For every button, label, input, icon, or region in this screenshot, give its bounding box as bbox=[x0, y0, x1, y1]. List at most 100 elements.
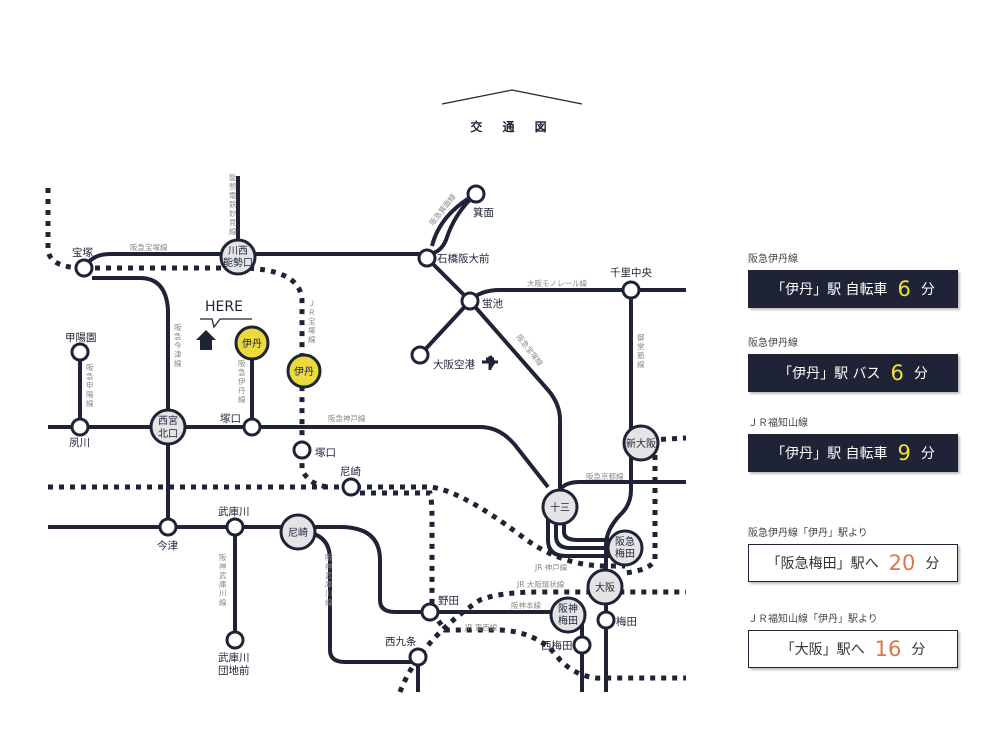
label-mukogawa-danchi-2: 団地前 bbox=[218, 664, 250, 677]
station-itami-hankyu bbox=[234, 325, 270, 361]
label-kawanishi-2: 能勢口 bbox=[223, 256, 253, 269]
station-nishinomiya bbox=[149, 408, 187, 446]
airplane-icon bbox=[482, 355, 498, 370]
line-label-jr-kobe: JR 神戸線 bbox=[534, 562, 568, 572]
label-kawanishi-1: 川西 bbox=[228, 246, 248, 257]
line-label-hanshin-mukogawa-2: 阪神武庫川線 bbox=[325, 553, 333, 607]
station-itami-jr bbox=[286, 353, 322, 389]
route-map: HERE 宝塚 石橋阪大前 箕面 蛍池 大阪空港 千里中央 甲陽園 夙川 塚口 … bbox=[45, 172, 687, 693]
station-shin-osaka bbox=[622, 424, 660, 462]
line-label-hankyu-itami: 阪急伊丹線 bbox=[238, 359, 246, 404]
panel-text: 「大阪」駅へ bbox=[780, 642, 865, 658]
line-label-jr-tozai: JR 東西線 bbox=[464, 622, 498, 632]
station-takarazuka bbox=[74, 258, 94, 278]
panel-caption: 阪急伊丹線 bbox=[748, 254, 798, 265]
panel-text: 「阪急梅田」駅へ bbox=[766, 556, 879, 572]
panel-value: 20 bbox=[888, 551, 916, 575]
line-hankyu-takarazuka-south bbox=[425, 256, 562, 505]
panel-caption: 阪急伊丹線「伊丹」駅より bbox=[748, 528, 868, 539]
line-label-hanshin-main: 阪神本線 bbox=[511, 600, 541, 610]
label-shin-osaka: 新大阪 bbox=[626, 437, 656, 450]
line-jr-kobe bbox=[48, 484, 625, 569]
line-hankyu-kyoto bbox=[558, 480, 686, 492]
label-mukogawa: 武庫川 bbox=[218, 505, 250, 518]
station-koyoen bbox=[70, 342, 90, 362]
station-umeda-hankyu bbox=[606, 529, 644, 567]
line-hankyu-takarazuka bbox=[82, 192, 478, 270]
label-umeda-subway: 梅田 bbox=[616, 615, 637, 628]
line-label-hankyu-koyo: 阪急甲陽線 bbox=[86, 363, 94, 408]
line-osaka-airport bbox=[418, 299, 472, 357]
here-label: HERE bbox=[205, 299, 243, 315]
label-nishikujo: 西九条 bbox=[385, 635, 417, 648]
line-label-hanshin-mukogawa-1: 阪神武庫川線 bbox=[219, 553, 227, 607]
line-hanshin-namba bbox=[299, 530, 420, 692]
line-juso-umeda-2 bbox=[554, 520, 625, 550]
station-osaka-airport bbox=[410, 345, 430, 365]
line-label-hankyu-kyoto: 阪急京都線 bbox=[586, 471, 624, 481]
label-osaka: 大阪 bbox=[595, 581, 615, 594]
line-label-monorail: 大阪モノレール線 bbox=[527, 278, 587, 288]
label-amagasaki-hanshin: 尼崎 bbox=[288, 526, 308, 539]
label-tsukaguchi-hankyu: 塚口 bbox=[220, 413, 241, 425]
station-minoo bbox=[466, 184, 486, 204]
station-amagasaki-jr bbox=[341, 477, 361, 497]
label-umeda-hankyu-1: 阪急 bbox=[615, 535, 635, 548]
panel-caption: ＪＲ福知山線 bbox=[748, 418, 808, 429]
label-hotarugaike: 蛍池 bbox=[482, 297, 503, 310]
line-hanshin-main bbox=[48, 525, 582, 614]
here-marker: HERE bbox=[196, 299, 252, 350]
line-label-jr-takarazuka: ＪＲ宝塚線 bbox=[308, 299, 316, 344]
label-juso: 十三 bbox=[550, 501, 570, 514]
label-amagasaki-jr: 尼崎 bbox=[340, 465, 361, 478]
line-label-jr-loop: JR 大阪環状線 bbox=[516, 579, 565, 589]
label-koyoen: 甲陽園 bbox=[65, 332, 97, 344]
station-tsukaguchi-jr bbox=[292, 440, 312, 460]
line-label-hankyu-takarazuka-2: 阪急宝塚線 bbox=[514, 332, 545, 368]
line-label-nose: 能勢電鉄妙見線 bbox=[229, 172, 237, 236]
line-jr-kyoto bbox=[624, 455, 658, 576]
panel-caption: ＪＲ福知山線「伊丹」駅より bbox=[748, 614, 878, 625]
station-juso bbox=[541, 488, 579, 526]
station-hotarugaike bbox=[460, 291, 480, 311]
label-senri-chuo: 千里中央 bbox=[610, 266, 652, 279]
panel-value: 6 bbox=[897, 277, 911, 301]
line-hankyu-imazu bbox=[92, 276, 170, 528]
label-minoo: 箕面 bbox=[473, 206, 494, 219]
label-mukogawa-danchi-1: 武庫川 bbox=[218, 651, 250, 664]
station-shukugawa bbox=[70, 417, 90, 437]
station-nishiumeda bbox=[572, 635, 592, 655]
panel-value: 6 bbox=[890, 361, 904, 385]
station-senri-chuo bbox=[621, 280, 641, 300]
line-label-midosuji: 御堂筋線 bbox=[637, 332, 645, 369]
panel-unit: 分 bbox=[913, 366, 928, 382]
label-itami-hankyu: 伊丹 bbox=[242, 338, 262, 350]
label-noda: 野田 bbox=[438, 595, 459, 607]
panel-text: 「伊丹」駅 自転車 bbox=[771, 282, 888, 298]
label-nishinomiya-1: 西宮 bbox=[158, 414, 178, 427]
station-ishibashi bbox=[417, 248, 437, 268]
station-mukogawa-danchi bbox=[225, 630, 245, 650]
line-jr-tozai bbox=[429, 610, 686, 681]
station-umeda-subway bbox=[596, 610, 616, 630]
station-umeda-hanshin bbox=[549, 596, 587, 634]
line-midosuji bbox=[604, 290, 633, 692]
house-icon bbox=[196, 330, 216, 350]
label-umeda-hanshin-1: 阪神 bbox=[558, 602, 578, 615]
station-imazu bbox=[158, 517, 178, 537]
label-takarazuka: 宝塚 bbox=[72, 246, 93, 259]
label-imazu: 今津 bbox=[157, 539, 178, 552]
line-hankyu-kobe bbox=[48, 425, 550, 489]
station-kawanishi bbox=[219, 238, 257, 276]
line-jr-kobe-2 bbox=[360, 490, 435, 612]
page-title: 交 通 図 bbox=[470, 120, 555, 134]
panel-text: 「伊丹」駅 バス bbox=[778, 366, 881, 382]
